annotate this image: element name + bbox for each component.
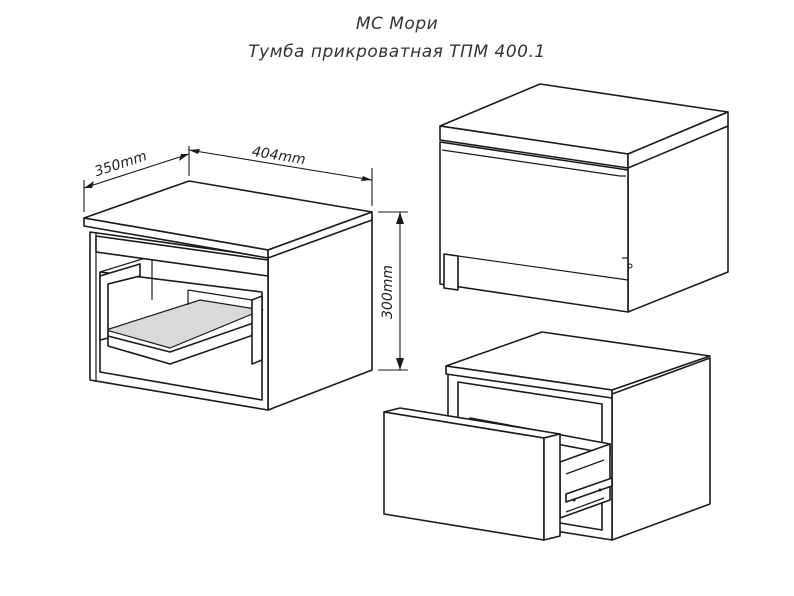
drawer-left-side — [99, 263, 141, 341]
product-title: Тумба прикроватная ТПМ 400.1 — [248, 42, 546, 62]
depth-label: 350mm — [93, 148, 149, 180]
height-label: 300mm — [380, 265, 396, 319]
closed-cabinet-leg — [443, 253, 459, 291]
dimensioned-cabinet: 350mm 404mm 300mm — [83, 144, 408, 411]
drawer-runner — [565, 477, 613, 503]
drawer-right-side — [251, 295, 263, 365]
open-drawer-cabinet — [383, 331, 711, 541]
closed-cabinet-drawer-front — [439, 141, 629, 313]
closed-cabinet — [439, 83, 729, 313]
brand-title: МС Мори — [355, 14, 439, 34]
